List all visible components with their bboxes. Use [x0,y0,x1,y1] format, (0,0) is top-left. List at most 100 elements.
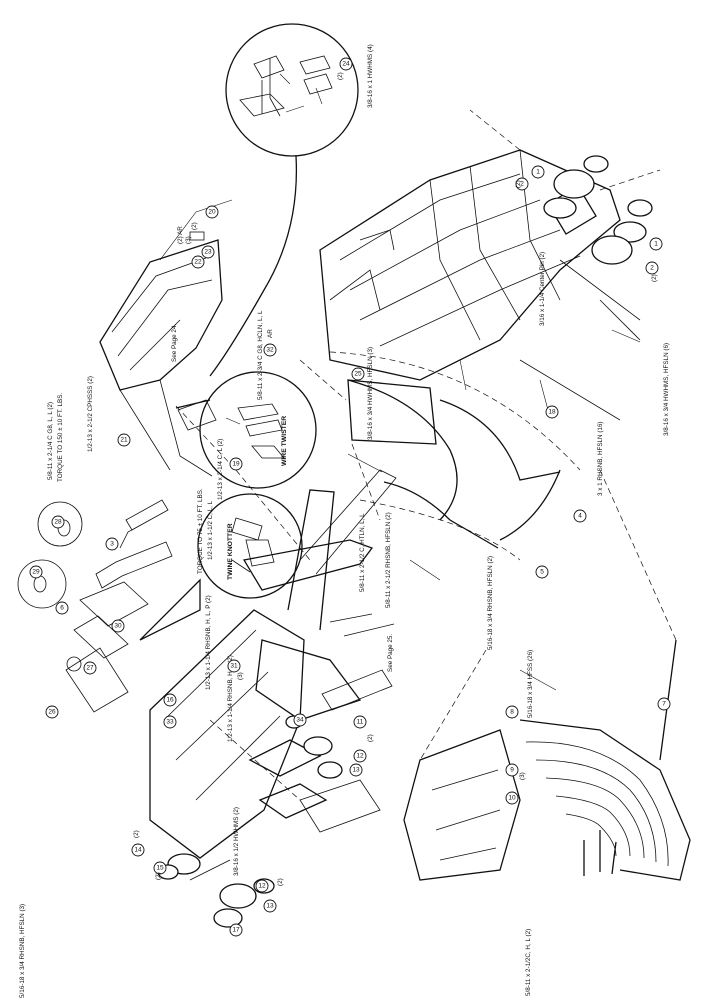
svg-text:8: 8 [510,709,514,716]
callout-33: 33 [163,715,177,729]
callout-32: 32 [263,343,277,357]
knotter-arm-assembly [242,469,397,721]
svg-text:1: 1 [654,241,658,248]
label-hwhms-hfsln-6: 3/8-16 x 3/4 HWHMS, HFSLN (6) [663,343,670,436]
curved-chute [329,351,581,561]
label-hwhms-top: 3/8-16 x 1 HWHMS (4) [367,44,374,108]
label-torque-150: TORQUE TO 150 ± 10 FT. LBS. [57,393,64,482]
svg-text:29: 29 [32,569,40,576]
upper-bracket-assembly [99,199,233,477]
callout-3: 3 [105,537,119,551]
svg-text:20: 20 [208,209,216,216]
qty-mark: (2) [651,274,658,282]
callout-29: 29 [29,565,43,579]
callout-1b: 1 [649,237,663,251]
svg-text:5: 5 [540,569,544,576]
svg-text:31: 31 [230,663,238,670]
callout-13: 13 [349,763,363,777]
callout-21: 21 [117,433,131,447]
svg-text:25: 25 [354,371,362,378]
svg-text:1: 1 [536,169,540,176]
svg-text:3: 3 [110,541,114,548]
svg-text:27: 27 [86,665,94,672]
callout-27: 27 [83,661,97,675]
detail-connector-knotter [139,578,201,641]
qty-mark: (2) [155,872,162,880]
label-cg-lll: 5/8-11 x 2-1/4 C G8, L, L (2) [47,402,54,480]
tine-guard-assembly [403,639,691,881]
callout-8: 8 [505,705,519,719]
callout-14: 14 [131,843,145,857]
svg-text:4: 4 [578,513,582,520]
label-hwhms-hfsln-3: 3/8-16 x 3/4 HWHMS, HFSLN (3) [367,347,374,440]
callout-6: 6 [55,601,69,615]
callout-25: 25 [351,367,365,381]
svg-text:2: 2 [650,265,654,272]
callout-20: 20 [205,205,219,219]
label-see-page-24: See Page 24. [171,324,178,362]
label-wire-twister: WIRE TWISTER [281,416,288,466]
svg-text:14: 14 [134,847,142,854]
hub-assemblies-left [157,715,343,928]
label-ar-b: (2) AR [177,226,184,244]
label-ar-a: AR [267,329,274,338]
detail-circle-wire-twister [199,371,317,489]
svg-text:7: 7 [662,701,666,708]
label-rhsnb-16: 3 x 1 RHSNB, HFSLN (16) [597,421,604,496]
label-twine-knotter: TWINE KNOTTER [227,523,234,580]
qty-mark: (2) [191,222,198,230]
label-rhsnb-hfsln-3: 5/16-18 x 3/4 RHSNB, HFSLN (3) [19,904,26,998]
callout-7: 7 [657,697,671,711]
label-c-htln: 5/8-11 x 2-1/2 C, HTLN, L, L [359,513,366,592]
label-see-page-25: See Page 25. [387,634,394,672]
callout-16: 16 [163,693,177,707]
label-rhsnb-hlp: 1/2-13 x 1-1/4 RHSNB, H, L, P (2) [205,595,212,690]
callout-1: 1 [531,165,545,179]
callout-9: 9 [505,763,519,777]
qty-mark: (3) [237,672,244,680]
main-frame-right [319,109,661,421]
qty-mark: (2) [515,180,522,188]
svg-text:24: 24 [342,61,350,68]
callout-12: 12 [353,749,367,763]
svg-text:12: 12 [258,883,266,890]
callout-12b: 12 [255,879,269,893]
label-cphsss: 1/2-13 x 2-1/2 CPHSSS (2) [87,376,94,452]
label-rhsnb-hl: 1/2-13 x 1-1/4 RHSNB, H, L (2) [227,655,234,742]
detail-circle-twine-knotter [197,493,303,599]
svg-text:18: 18 [548,409,556,416]
svg-text:17: 17 [232,927,240,934]
callout-19: 19 [229,457,243,471]
detail-circle-top [225,23,359,157]
qty-mark: (2) [337,72,344,80]
callout-28: 28 [51,515,65,529]
svg-text:13: 13 [266,903,274,910]
svg-text:32: 32 [266,347,274,354]
callout-10: 10 [505,791,519,805]
svg-text:34: 34 [296,717,304,724]
svg-text:9: 9 [510,767,514,774]
label-c-ll: 1/2-13 x 1-1/2 C, L, L [207,500,214,560]
label-rhsnb-hfsln-2: 5/8-11 x 2-1/2 RHSNB, HFSLN (2) [385,512,392,608]
hardware-labels: 3/8-16 x 1 HWHMS (4) 5/8-11 x 2-1/4 C G8… [19,44,670,998]
svg-text:13: 13 [352,767,360,774]
hub-assemblies-right [543,155,653,265]
detail-connector-twister [175,399,211,409]
svg-text:12: 12 [356,753,364,760]
svg-text:15: 15 [156,865,164,872]
callout-18: 18 [545,405,559,419]
label-torque-75: TORQUE TO 75 ± 10 FT. LBS. [197,488,204,574]
left-small-parts [17,499,173,713]
callout-26: 26 [45,705,59,719]
label-c-lc: 1/2-13 x 2-1/4 C, L (2) [217,439,224,500]
label-rhsnb-hfsln-2b: 5/16-18 x 3/4 RHSNB, HFSLN (2) [487,556,494,650]
qty-mark: (2) [367,734,374,742]
svg-text:22: 22 [194,259,202,266]
qty-mark: (3) [185,236,192,244]
callout-30: 30 [111,619,125,633]
label-cg8-hcln: 5/8-11 x 2-3/4 C G8, HCLN, L, L [257,310,264,400]
label-hwhms-2: 3/8-16 x 1/2 HWHMS (2) [233,807,240,876]
label-center-pin: 3/16 x 1-1/4 Center Pin (2) [539,252,546,326]
callout-5: 5 [535,565,549,579]
svg-text:33: 33 [166,719,174,726]
